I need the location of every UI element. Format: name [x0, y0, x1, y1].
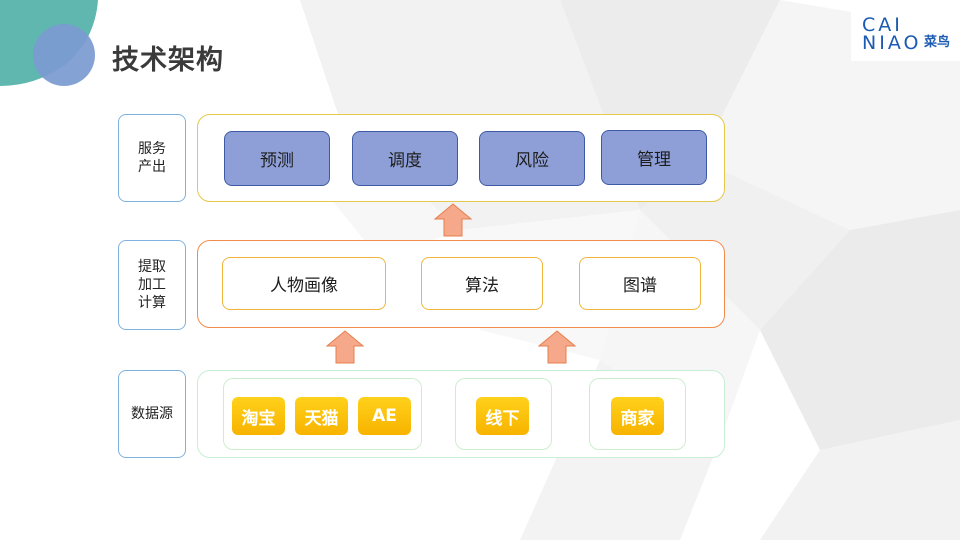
row-label-compute-line3: 计算: [138, 295, 166, 311]
row-label-data: 数据源: [118, 370, 186, 458]
row-label-compute-line1: 提取: [138, 259, 166, 275]
page-title: 技术架构: [112, 45, 224, 76]
data-item-ae: AE: [358, 397, 411, 435]
logo-text-cn: 菜鸟: [924, 35, 951, 50]
up-arrow-icon: [434, 203, 472, 237]
row-label-service: 服务 产出: [118, 114, 186, 202]
service-item-risk: 风险: [479, 131, 585, 186]
data-item-tmall: 天猫: [295, 397, 348, 435]
data-item-offline: 线下: [476, 397, 529, 435]
up-arrow-icon: [538, 330, 576, 364]
row-label-service-line1: 服务: [138, 141, 166, 157]
row-label-compute-line2: 加工: [138, 277, 166, 293]
service-item-predict: 预测: [224, 131, 330, 186]
logo-text-line1: CAI: [862, 14, 903, 36]
data-item-taobao: 淘宝: [232, 397, 285, 435]
row-label-compute: 提取 加工 计算: [118, 240, 186, 330]
compute-item-algorithm: 算法: [421, 257, 543, 310]
compute-item-profile: 人物画像: [222, 257, 386, 310]
cainiao-logo: CAI NIAO 菜鸟: [851, 3, 960, 61]
row-label-service-line2: 产出: [138, 159, 166, 175]
up-arrow-icon: [326, 330, 364, 364]
compute-item-graph: 图谱: [579, 257, 701, 310]
row-label-data-line1: 数据源: [131, 406, 173, 422]
data-item-merchant: 商家: [611, 397, 664, 435]
service-item-dispatch: 调度: [352, 131, 458, 186]
logo-text-line2: NIAO: [862, 32, 922, 54]
service-item-manage: 管理: [601, 130, 707, 185]
